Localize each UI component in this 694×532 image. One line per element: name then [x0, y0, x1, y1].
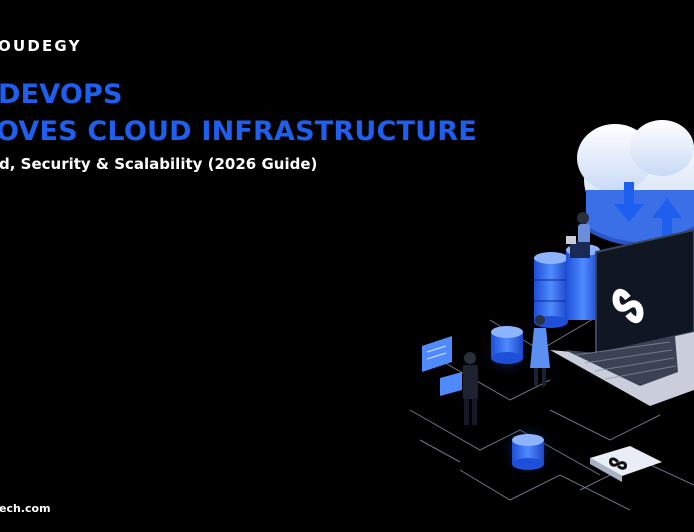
person-woman [530, 315, 550, 386]
cloud-shape [577, 120, 694, 246]
brand-logo-text: OUDEGY [0, 37, 82, 55]
infinity-tile [590, 446, 662, 482]
person-seated [566, 212, 590, 258]
footer-url: ech.com [0, 502, 51, 515]
infinity-icon [612, 288, 644, 324]
chat-bubble-small-icon [440, 372, 462, 396]
headline-line-2: OVES CLOUD INFRASTRUCTURE [0, 116, 477, 147]
headline-subtitle: d, Security & Scalability (2026 Guide) [0, 155, 318, 173]
database-stack-left [481, 320, 533, 380]
upload-arrow-icon [652, 198, 682, 242]
headline-line-1: DEVOPS [0, 79, 123, 110]
cloud-devops-illustration [409, 120, 694, 511]
download-arrow-icon [614, 182, 644, 222]
chat-bubble-icon [422, 336, 452, 372]
database-stack-bottom [498, 420, 558, 480]
person-man [463, 352, 478, 425]
laptop [550, 228, 694, 406]
